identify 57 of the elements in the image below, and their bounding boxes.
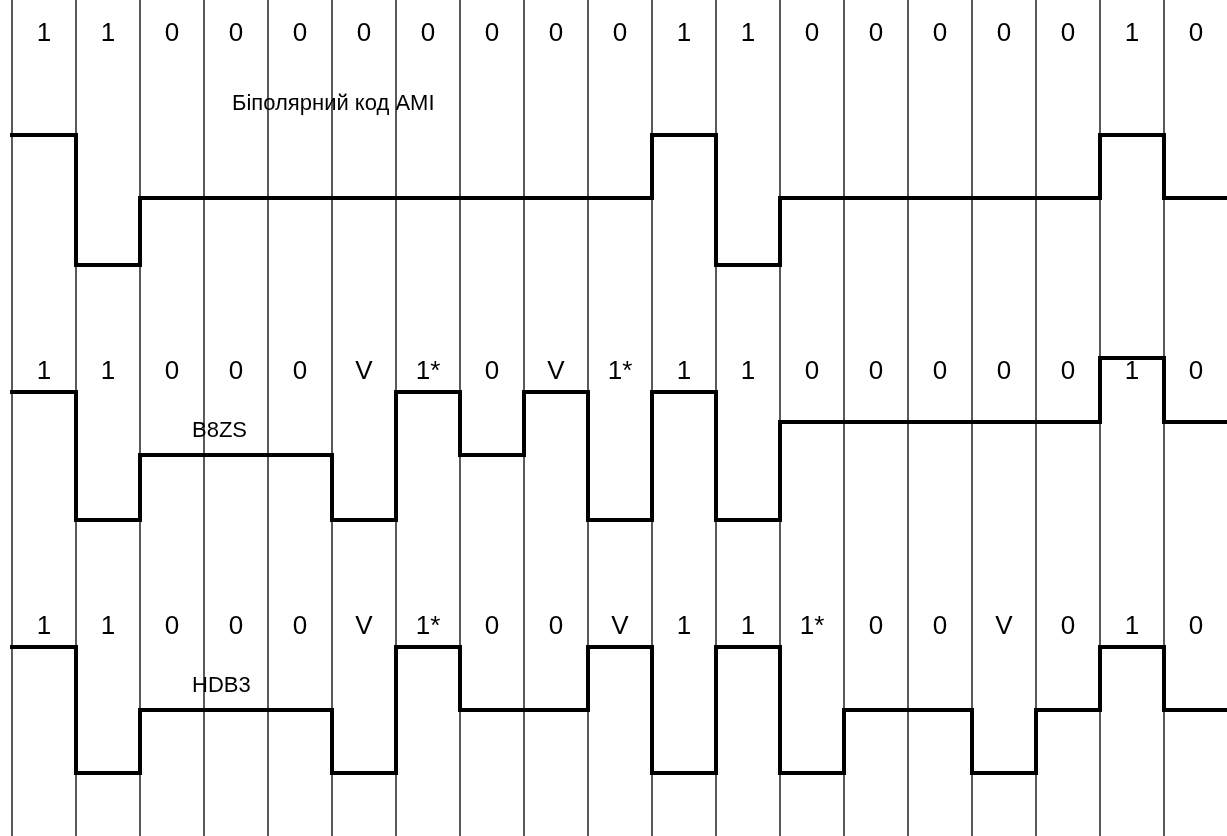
bit-value: 0 (867, 17, 885, 47)
bit-value: 0 (291, 610, 309, 640)
bit-value: 0 (1187, 610, 1205, 640)
bit-value: 0 (291, 355, 309, 385)
bit-value: 1 (99, 610, 117, 640)
bit-value: V (354, 355, 374, 385)
bit-value: 0 (803, 355, 821, 385)
bit-value: 0 (995, 355, 1013, 385)
bit-value: 0 (1187, 17, 1205, 47)
bit-value: 0 (931, 17, 949, 47)
bit-value: 0 (163, 17, 181, 47)
bit-value: V (610, 610, 630, 640)
bit-value: 0 (163, 610, 181, 640)
bit-value: 1 (739, 17, 757, 47)
bit-value: 1* (414, 610, 442, 640)
bit-value: 1 (1123, 17, 1141, 47)
bit-value: 1* (606, 355, 634, 385)
bit-value: 0 (867, 355, 885, 385)
bit-value: 0 (227, 355, 245, 385)
bit-value: 0 (611, 17, 629, 47)
bit-value: 0 (547, 17, 565, 47)
bit-value: 0 (227, 610, 245, 640)
bit-value: 0 (163, 355, 181, 385)
bit-value: 1 (35, 17, 53, 47)
bit-value: 0 (483, 17, 501, 47)
bit-value: 1* (414, 355, 442, 385)
bit-value: 0 (995, 17, 1013, 47)
bit-value: 1 (1123, 610, 1141, 640)
bit-value: 1 (675, 610, 693, 640)
bit-value: 1* (798, 610, 826, 640)
bit-value: 0 (1059, 355, 1077, 385)
bit-value: 0 (483, 610, 501, 640)
bit-value: 0 (291, 17, 309, 47)
bit-value: V (994, 610, 1014, 640)
bit-value: 0 (419, 17, 437, 47)
bit-value: 0 (931, 355, 949, 385)
bit-value: 0 (227, 17, 245, 47)
bit-value: 1 (675, 17, 693, 47)
bit-value: 0 (483, 355, 501, 385)
bit-value: 0 (931, 610, 949, 640)
bit-value: 0 (1187, 355, 1205, 385)
bit-value: 1 (99, 17, 117, 47)
bit-value: 1 (99, 355, 117, 385)
bit-value: V (546, 355, 566, 385)
bit-value: 1 (675, 355, 693, 385)
bit-value: 0 (547, 610, 565, 640)
bit-value: 0 (1059, 610, 1077, 640)
bit-value: 0 (867, 610, 885, 640)
bit-value: 1 (1123, 355, 1141, 385)
bit-value: 0 (1059, 17, 1077, 47)
bit-value: 1 (739, 610, 757, 640)
bit-value: 0 (355, 17, 373, 47)
bit-value: 1 (35, 355, 53, 385)
bit-value: 0 (803, 17, 821, 47)
bit-value: 1 (35, 610, 53, 640)
bit-value: V (354, 610, 374, 640)
bit-value: 1 (739, 355, 757, 385)
